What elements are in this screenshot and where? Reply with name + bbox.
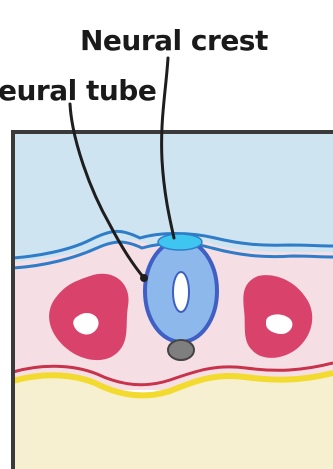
- neural-canal: [173, 272, 189, 312]
- cross-section: [13, 132, 333, 469]
- neural-tube-label: eural tube: [0, 74, 156, 107]
- neural-crest: [158, 234, 202, 250]
- notochord: [168, 340, 194, 360]
- neural-crest-label: Neural crest: [80, 24, 268, 57]
